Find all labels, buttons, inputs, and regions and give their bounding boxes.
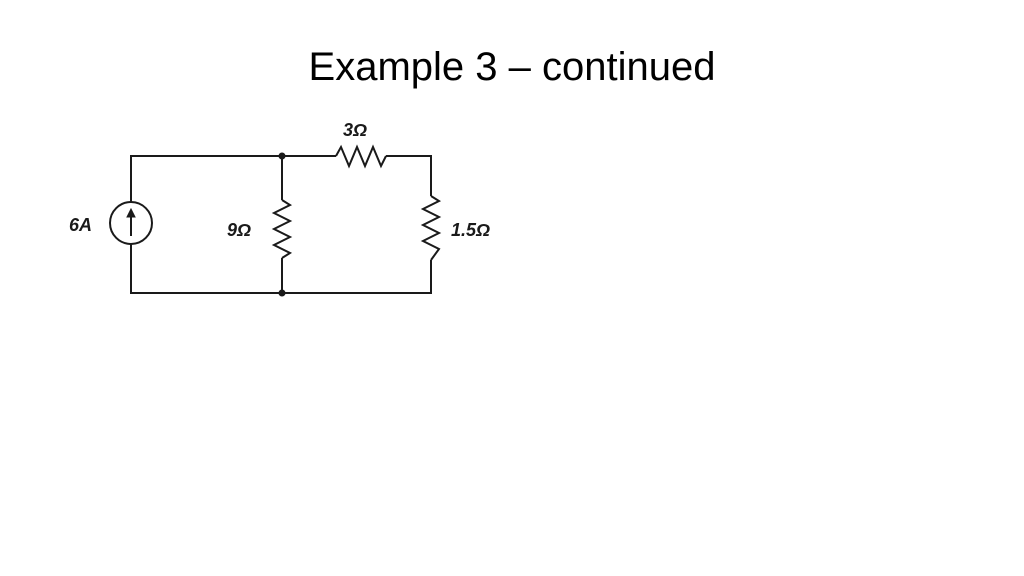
resistor-9ohm-label: 9Ω <box>227 220 251 240</box>
wire-bottom-right <box>282 260 432 294</box>
wire-left-top <box>130 155 282 202</box>
resistor-1-5ohm-label: 1.5Ω <box>451 220 490 240</box>
wire-right-top <box>386 155 432 196</box>
current-source <box>109 201 153 245</box>
resistor-1-5ohm <box>420 195 442 261</box>
source-label: 6A <box>69 215 92 235</box>
node-bottom <box>278 289 286 297</box>
wire-left-bottom <box>130 244 282 294</box>
slide-title: Example 3 – continued <box>308 45 716 89</box>
resistor-3ohm-label: 3Ω <box>343 120 367 140</box>
node-top <box>278 152 286 160</box>
resistor-3ohm <box>335 144 387 169</box>
resistor-9ohm <box>271 199 293 259</box>
arrow-up-icon <box>126 207 136 236</box>
